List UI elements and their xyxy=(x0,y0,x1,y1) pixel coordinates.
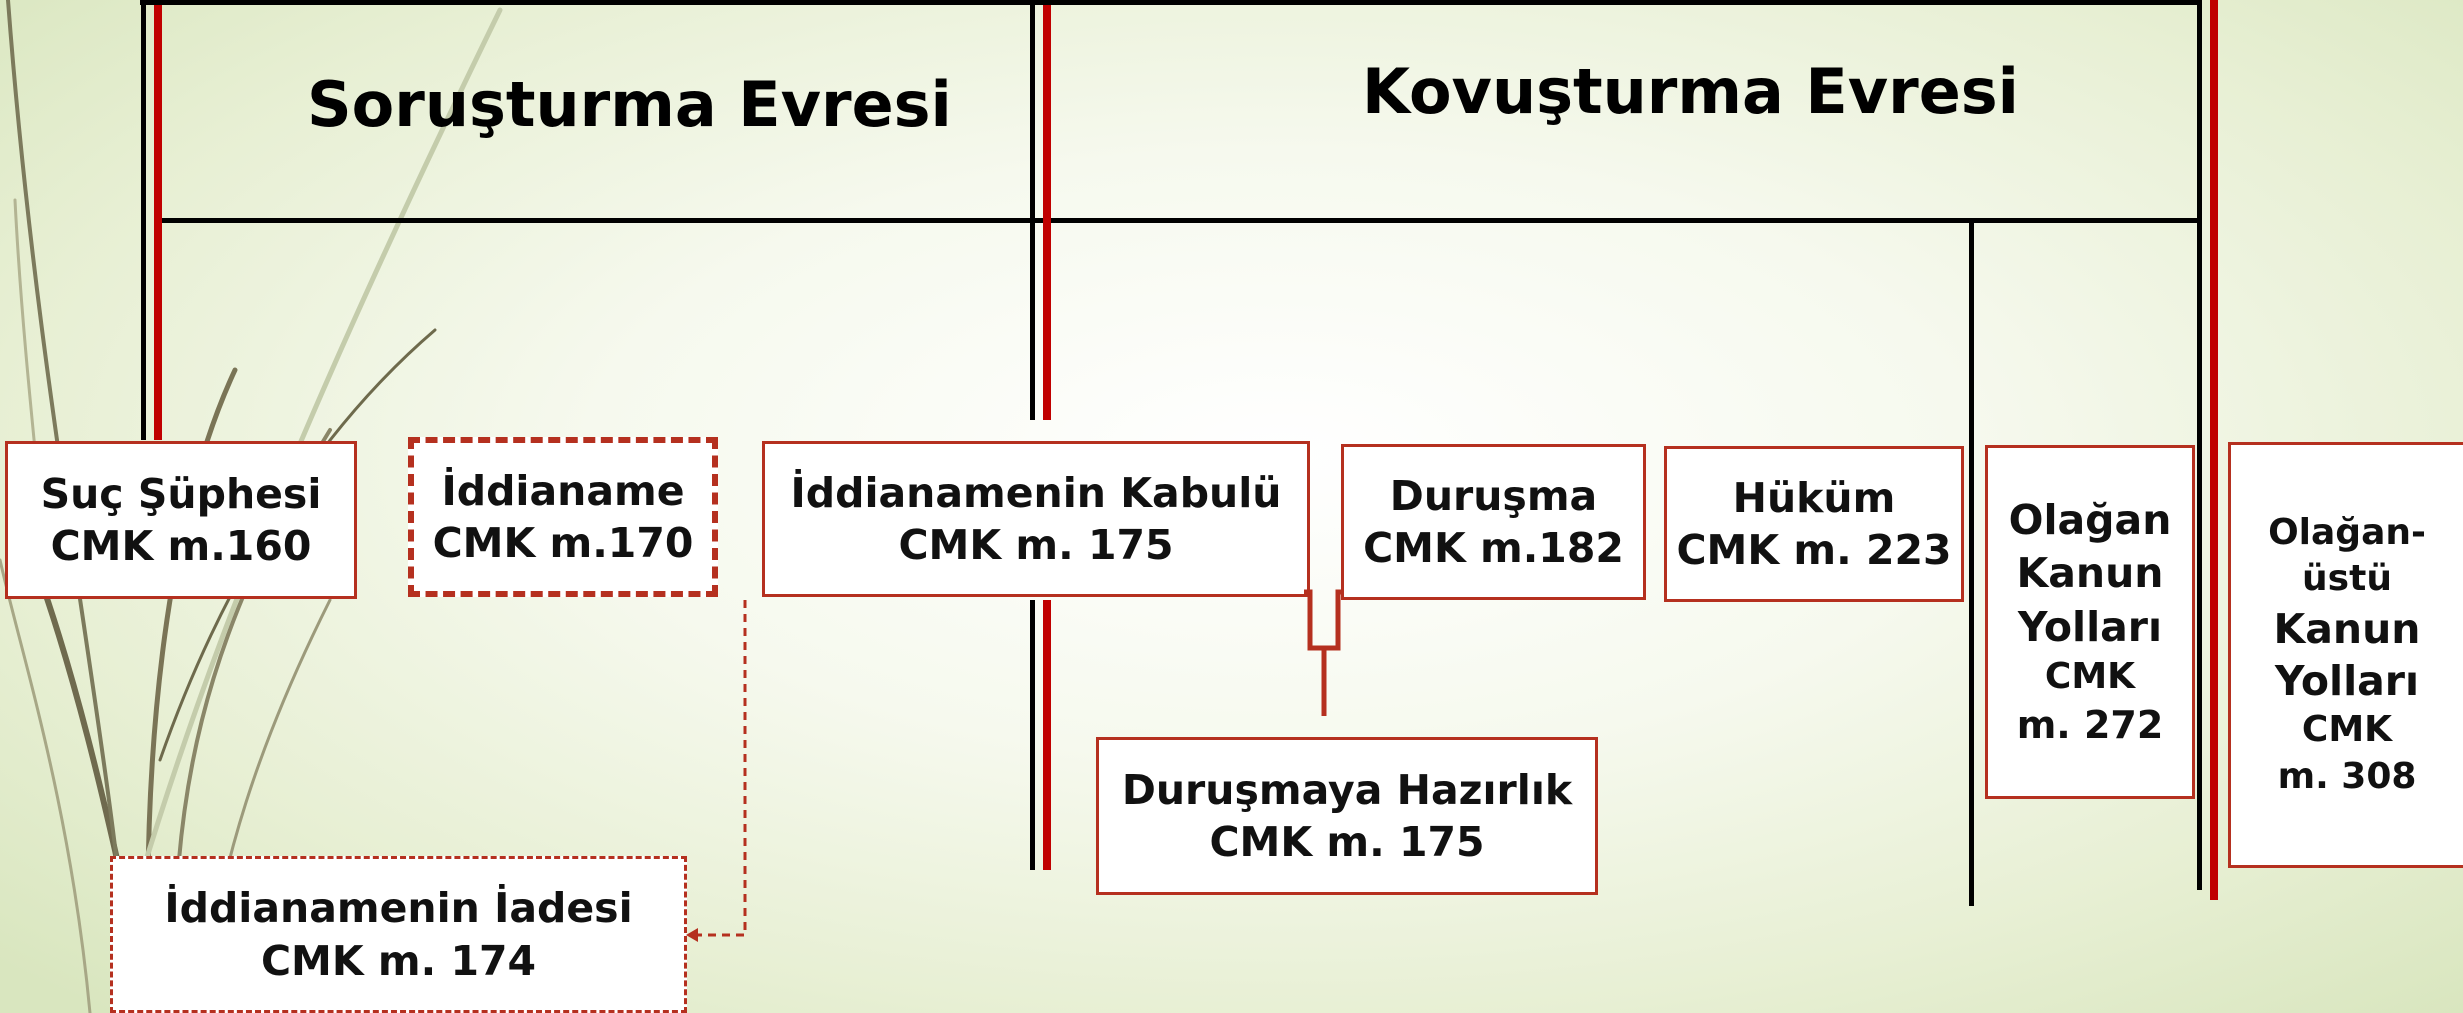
investigation-stage-title: Soruşturma Evresi xyxy=(307,68,952,141)
durusma-box: Duruşma CMK m.182 xyxy=(1341,444,1646,600)
durusmaya-hazirlik-box: Duruşmaya Hazırlık CMK m. 175 xyxy=(1096,737,1598,895)
olagan-line-3: Yolları xyxy=(2017,602,2163,651)
iddianame-iadesi-ref: CMK m. 174 xyxy=(260,936,537,985)
durusma-title: Duruşma xyxy=(1389,471,1598,520)
durusmaya-hazirlik-title: Duruşmaya Hazırlık xyxy=(1121,765,1573,814)
iddianame-kabulu-title: İddianamenin Kabulü xyxy=(790,468,1282,517)
hukum-title: Hüküm xyxy=(1732,473,1896,522)
iddianame-title: İddianame xyxy=(441,466,685,515)
hukum-box: Hüküm CMK m. 223 xyxy=(1664,446,1964,602)
remedies-divider-line xyxy=(1969,220,1974,906)
left-boundary-red-line xyxy=(154,5,162,440)
olagan-line-1: Olağan xyxy=(2008,495,2172,544)
stage-divider-red-line-lower xyxy=(1043,600,1051,870)
olaganustu-line-2: üstü xyxy=(2302,558,2392,600)
olaganustu-line-4: Yolları xyxy=(2274,657,2420,705)
suc-suphesi-box: Suç Şüphesi CMK m.160 xyxy=(5,441,357,599)
durusma-ref: CMK m.182 xyxy=(1363,524,1624,572)
durusmaya-hazirlik-ref: CMK m. 175 xyxy=(1209,818,1485,866)
olaganustu-line-1: Olağan- xyxy=(2268,512,2426,554)
preparation-bracket-right xyxy=(1324,589,1344,651)
frame-header-bottom-line xyxy=(155,218,2200,223)
right-boundary-red-line xyxy=(2210,0,2218,900)
prosecution-stage-title: Kovuşturma Evresi xyxy=(1362,55,2019,128)
iddianame-box: İddianame CMK m.170 xyxy=(408,437,718,597)
olaganustu-kanun-yollari-box: Olağan- üstü Kanun Yolları CMK m. 308 xyxy=(2228,442,2463,868)
olagan-line-2: Kanun xyxy=(2016,549,2164,598)
stage-divider-red-line-upper xyxy=(1043,5,1051,420)
olaganustu-line-6: m. 308 xyxy=(2277,755,2417,797)
hukum-ref: CMK m. 223 xyxy=(1676,526,1952,574)
olaganustu-line-5: CMK xyxy=(2301,709,2393,751)
olagan-kanun-yollari-box: Olağan Kanun Yolları CMK m. 272 xyxy=(1985,445,2195,799)
iddianame-iadesi-title: İddianamenin İadesi xyxy=(164,884,633,933)
olagan-line-4: CMK xyxy=(2044,655,2136,697)
stage-divider-line-upper xyxy=(1030,0,1035,420)
return-arrow-head xyxy=(686,928,698,942)
iddianame-kabulu-ref: CMK m. 175 xyxy=(898,521,1174,569)
suc-suphesi-title: Suç Şüphesi xyxy=(40,469,322,518)
return-arrow-connector xyxy=(694,600,747,937)
preparation-bracket xyxy=(1304,589,1327,716)
iddianame-iadesi-box: İddianamenin İadesi CMK m. 174 xyxy=(110,856,687,1013)
suc-suphesi-ref: CMK m.160 xyxy=(50,522,312,570)
olaganustu-line-3: Kanun xyxy=(2273,604,2421,653)
right-boundary-line xyxy=(2197,0,2202,890)
frame-top-line xyxy=(140,0,2200,5)
iddianame-kabulu-box: İddianamenin Kabulü CMK m. 175 xyxy=(762,441,1310,597)
stage-divider-line-lower xyxy=(1030,600,1035,870)
iddianame-ref: CMK m.170 xyxy=(432,519,694,567)
olagan-line-5: m. 272 xyxy=(2016,702,2164,747)
left-boundary-line xyxy=(141,0,146,440)
